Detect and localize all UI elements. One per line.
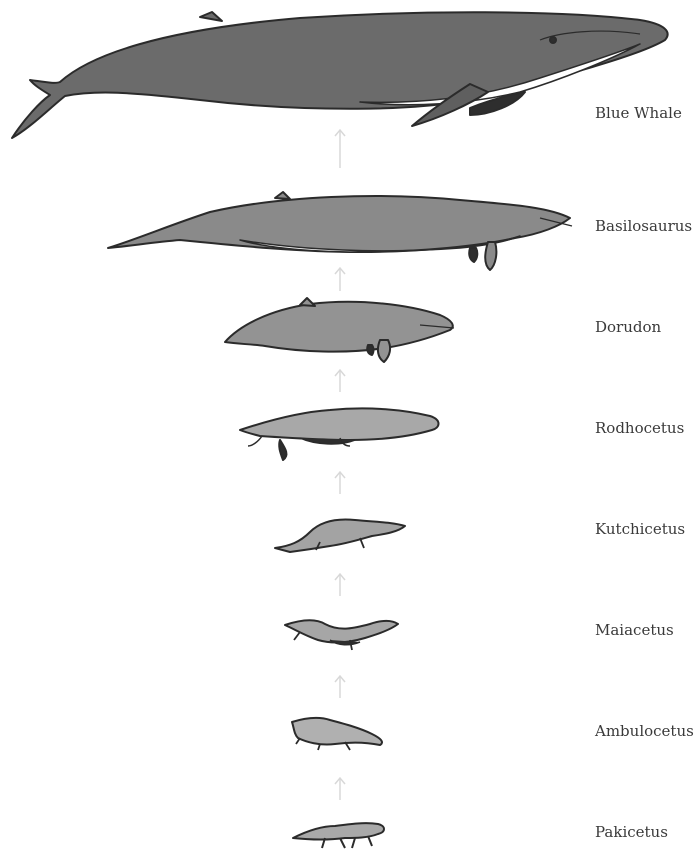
arrow-dorudon: [335, 370, 345, 392]
pakicetus-illustration: [293, 823, 384, 848]
label-rodhocetus: Rodhocetus: [595, 419, 684, 437]
arrow-rodhocetus: [335, 472, 345, 494]
label-dorudon: Dorudon: [595, 318, 661, 336]
label-blue-whale: Blue Whale: [595, 104, 682, 122]
arrow-kutchicetus: [335, 574, 345, 596]
blue-whale-illustration: [12, 12, 668, 138]
rodhocetus-illustration: [240, 408, 439, 460]
basilosaurus-illustration: [108, 192, 572, 270]
arrow-basilosaurus: [335, 268, 345, 291]
kutchicetus-illustration: [275, 520, 405, 553]
arrow-blue-whale: [335, 130, 345, 168]
ambulocetus-illustration: [292, 718, 382, 750]
maiacetus-illustration: [285, 620, 398, 650]
dorudon-illustration: [225, 298, 454, 362]
label-basilosaurus: Basilosaurus: [595, 217, 692, 235]
label-maiacetus: Maiacetus: [595, 621, 674, 639]
label-ambulocetus: Ambulocetus: [595, 722, 694, 740]
arrow-ambulocetus: [335, 778, 345, 800]
arrow-maiacetus: [335, 676, 345, 698]
label-kutchicetus: Kutchicetus: [595, 520, 685, 538]
label-pakicetus: Pakicetus: [595, 823, 668, 841]
